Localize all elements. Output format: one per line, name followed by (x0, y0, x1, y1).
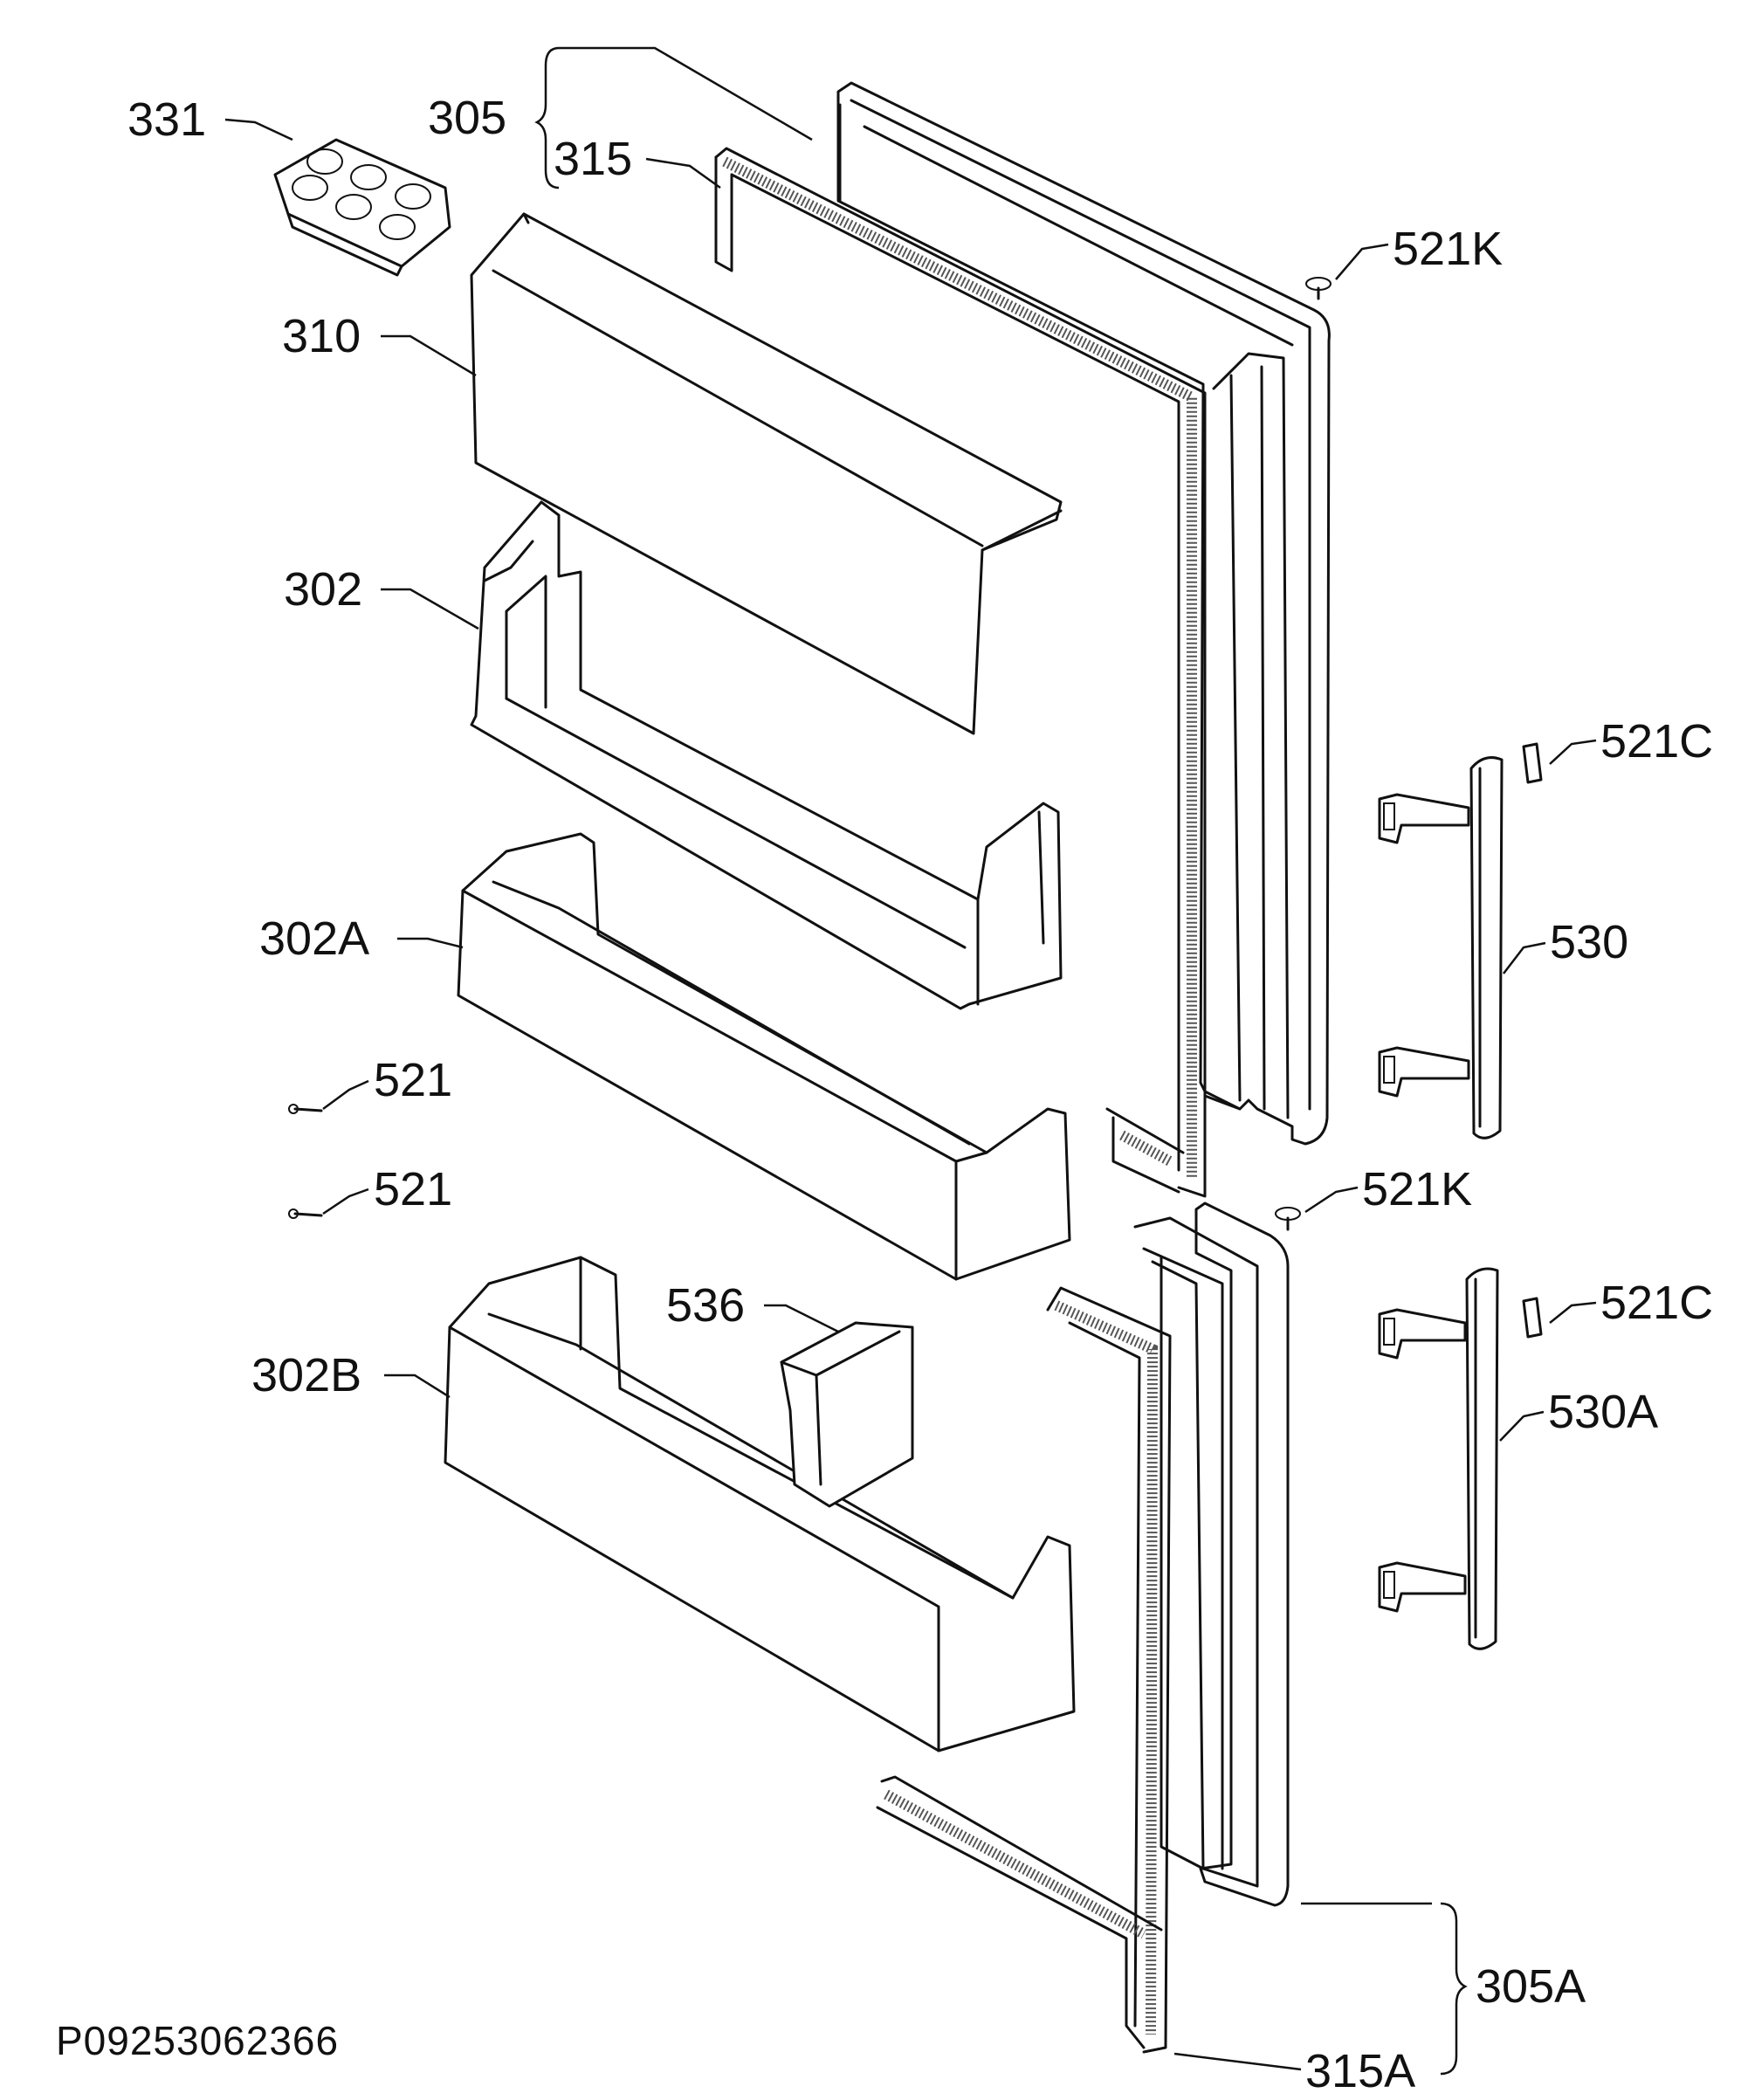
lower-door-frame (1133, 1201, 1290, 1907)
screw-521K-top-part (1305, 277, 1332, 300)
screw-521-a-part (288, 1104, 323, 1114)
label-331: 331 (127, 93, 207, 146)
label-315A: 315A (1305, 2045, 1416, 2097)
lower-door-gasket (876, 1286, 1172, 2054)
label-305A: 305A (1476, 1960, 1586, 2013)
leader-lines (224, 46, 1597, 2071)
label-305: 305 (428, 92, 507, 144)
cap-521C-bottom-part (1522, 1297, 1543, 1339)
label-302: 302 (284, 563, 363, 616)
label-536: 536 (666, 1279, 746, 1332)
door-shelf-302A-part (457, 832, 1071, 1281)
handle-530A-part (1378, 1267, 1499, 1650)
label-521C-bottom: 521C (1600, 1277, 1714, 1329)
screw-521K-mid-part (1275, 1207, 1301, 1231)
label-521K-mid: 521K (1362, 1163, 1473, 1215)
egg-tray-part (273, 138, 451, 277)
handle-530-part (1378, 756, 1504, 1140)
shelf-lid-part (470, 212, 1063, 735)
brace-305A (1440, 1902, 1468, 2076)
screw-521-b-part (288, 1208, 323, 1219)
label-521C-top: 521C (1600, 715, 1714, 768)
label-530A: 530A (1548, 1386, 1659, 1438)
door-shelf-302-part (470, 500, 1063, 1010)
bottle-divider-part (780, 1321, 914, 1508)
cap-521C-top-part (1522, 742, 1543, 784)
brace-305 (534, 46, 560, 189)
label-315: 315 (554, 133, 633, 185)
label-302A: 302A (259, 912, 370, 965)
upper-door-gasket (714, 147, 1207, 1198)
label-521-a: 521 (374, 1054, 453, 1106)
label-521K-top: 521K (1393, 223, 1504, 275)
upper-door-frame (836, 81, 1331, 1146)
label-521-b: 521 (374, 1163, 453, 1215)
document-number: P09253062366 (56, 2018, 340, 2063)
label-530: 530 (1550, 916, 1629, 968)
label-310: 310 (282, 310, 361, 362)
label-302B: 302B (251, 1349, 362, 1401)
door-shelf-302B-part (444, 1256, 1076, 1752)
